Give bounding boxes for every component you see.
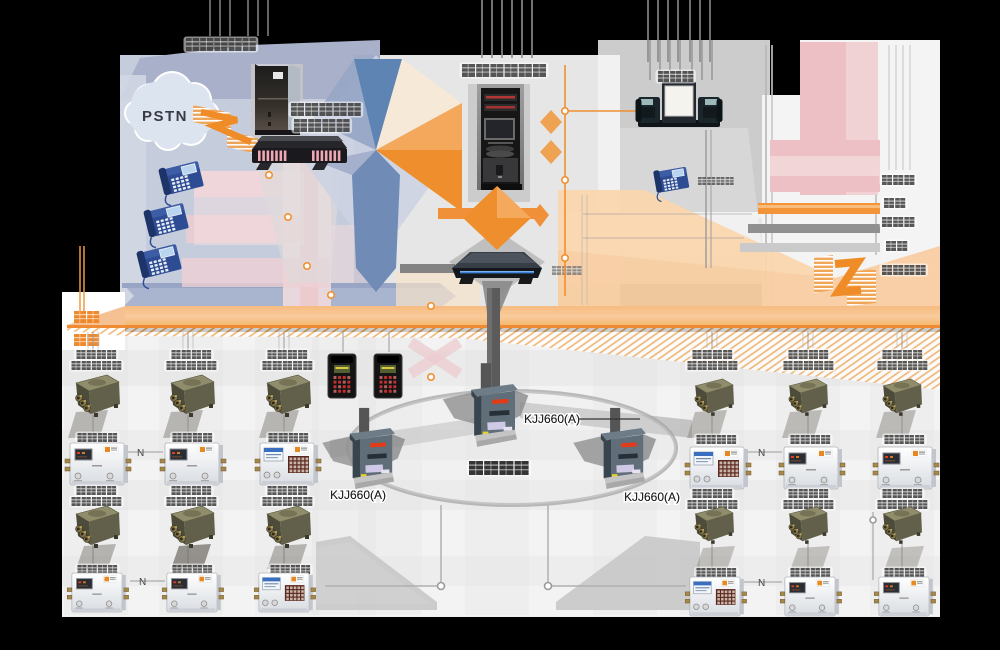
- svg-text:PSTN: PSTN: [142, 108, 188, 125]
- svg-text:N: N: [758, 448, 765, 459]
- svg-text:KJJ660(A): KJJ660(A): [524, 412, 580, 426]
- svg-text:KJJ660(A): KJJ660(A): [330, 488, 386, 502]
- svg-text:N: N: [139, 577, 146, 588]
- svg-text:N: N: [758, 578, 765, 589]
- svg-text:KJJ660(A): KJJ660(A): [330, 488, 386, 502]
- svg-text:KJJ660(A): KJJ660(A): [524, 412, 580, 426]
- svg-text:KJJ660(A): KJJ660(A): [624, 490, 680, 504]
- svg-text:KJJ660(A): KJJ660(A): [624, 490, 680, 504]
- svg-text:N: N: [137, 448, 144, 459]
